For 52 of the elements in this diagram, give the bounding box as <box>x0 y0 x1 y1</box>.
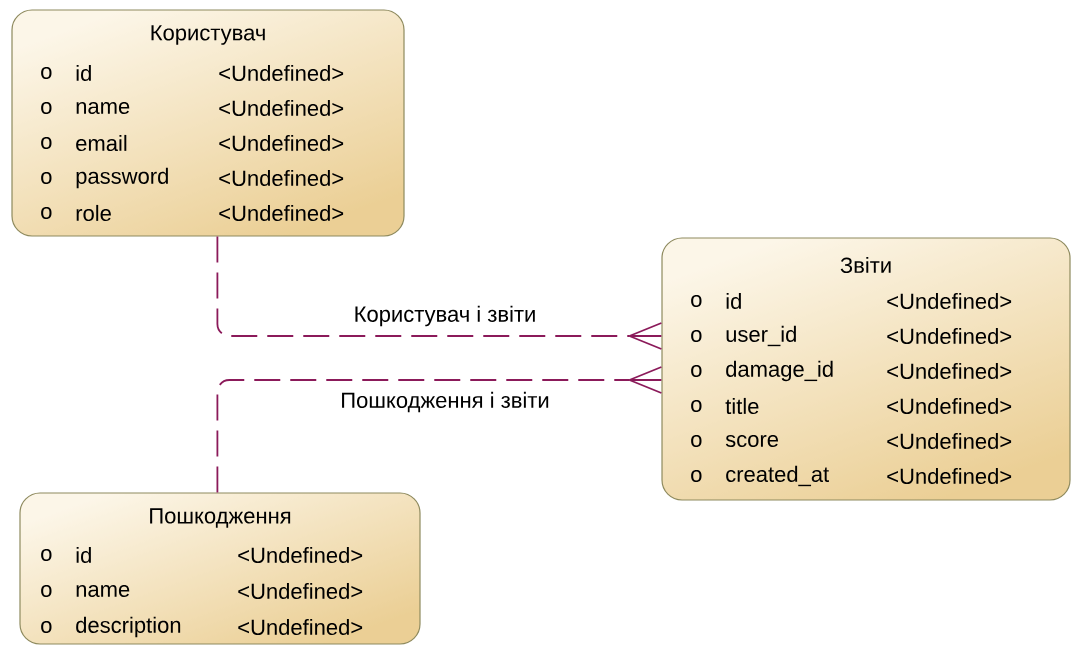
attribute-marker: o <box>41 136 52 150</box>
entity-box <box>661 237 1071 501</box>
attribute-name: score <box>725 435 778 448</box>
attribute-name: id <box>76 64 91 82</box>
attribute-type: <Undefined> <box>219 204 344 222</box>
attribute-marker: o <box>41 101 52 115</box>
attribute-name: damage_id <box>726 360 833 382</box>
attribute-name: title <box>725 397 759 415</box>
attribute-marker: o <box>41 171 52 185</box>
attribute-type: <Undefined> <box>219 64 344 82</box>
attribute-marker: o <box>41 207 52 220</box>
attribute-name: description <box>76 616 181 638</box>
attribute-type: <Undefined> <box>887 292 1012 310</box>
attribute-marker: o <box>41 549 52 562</box>
attribute-marker: o <box>691 470 702 483</box>
attribute-type: <Undefined> <box>887 397 1012 415</box>
attribute-name: id <box>76 546 91 564</box>
attribute-name: email <box>76 134 127 152</box>
attribute-marker: o <box>691 435 702 448</box>
attribute-type: <Undefined> <box>887 432 1012 450</box>
attribute-marker: o <box>41 66 52 80</box>
attribute-type: <Undefined> <box>219 169 344 187</box>
entity-title: Пошкодження <box>150 508 291 528</box>
attribute-name: id <box>726 292 741 310</box>
attribute-type: <Undefined> <box>887 362 1012 380</box>
attribute-name: password <box>76 167 168 189</box>
entity-title: Звіти <box>840 256 891 274</box>
attribute-marker: o <box>41 621 52 634</box>
attribute-name: created_at <box>726 465 829 487</box>
attribute-marker: o <box>691 400 702 413</box>
relationship-line <box>216 366 663 494</box>
attribute-marker: o <box>691 295 702 308</box>
attribute-type: <Undefined> <box>887 327 1012 345</box>
attribute-type: <Undefined> <box>238 582 363 600</box>
entity-title: Користувач <box>151 25 265 45</box>
attribute-marker: o <box>691 365 702 378</box>
relationship-line <box>216 235 663 350</box>
attribute-type: <Undefined> <box>238 618 363 636</box>
attribute-name: name <box>76 585 130 598</box>
edge-label: Користувач і звіти <box>351 303 539 329</box>
attribute-marker: o <box>691 330 702 343</box>
entity-box <box>19 492 421 645</box>
attribute-type: <Undefined> <box>238 546 363 564</box>
entity-box <box>11 9 405 237</box>
attribute-type: <Undefined> <box>219 99 344 117</box>
attribute-name: user_id <box>726 325 796 347</box>
attribute-name: name <box>76 101 130 115</box>
attribute-type: <Undefined> <box>887 467 1012 485</box>
attribute-name: role <box>76 204 111 222</box>
attribute-type: <Undefined> <box>219 134 344 152</box>
edge-label: Пошкодження і звіти <box>338 389 552 415</box>
attribute-marker: o <box>41 585 52 598</box>
